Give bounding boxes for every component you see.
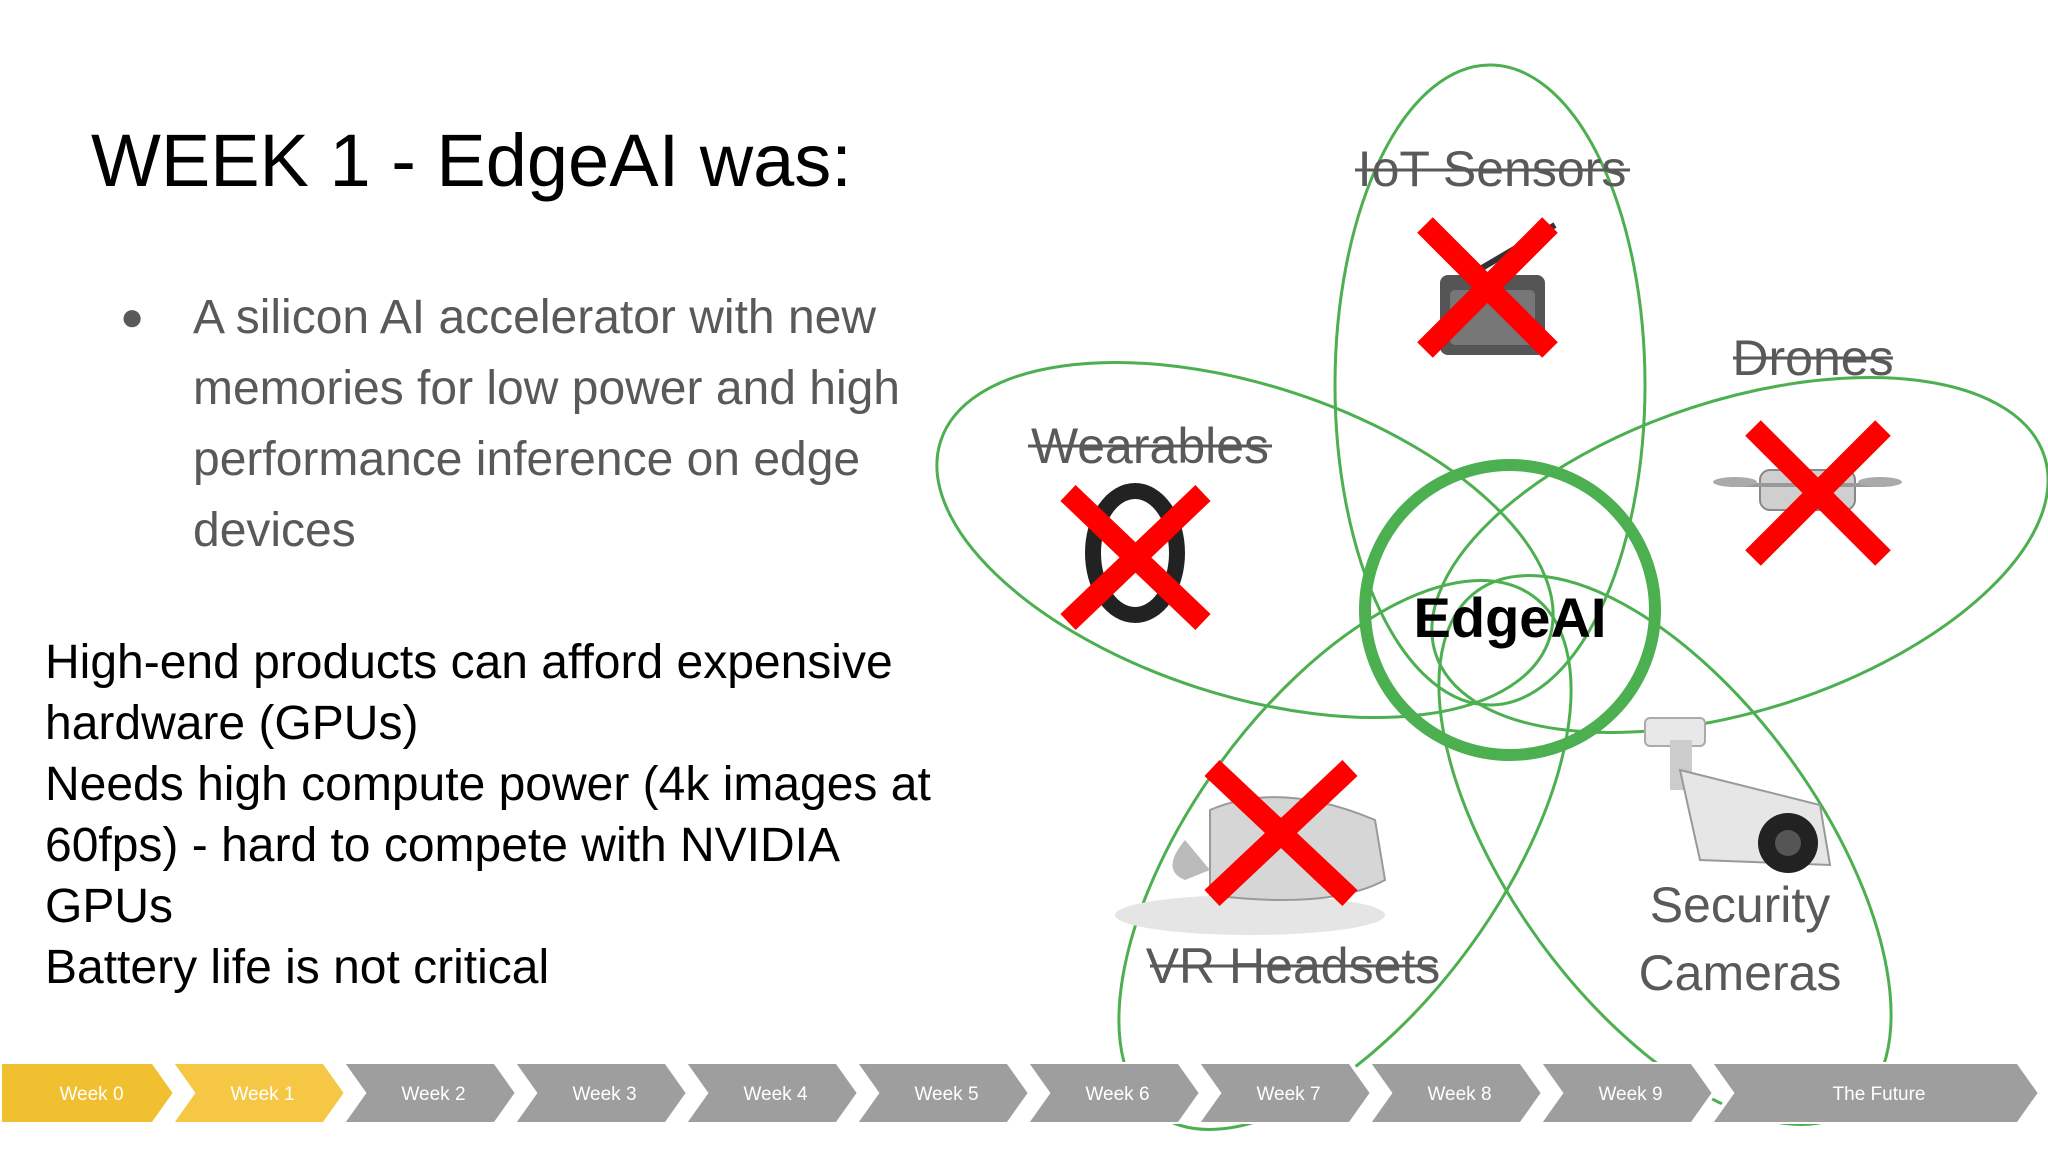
cross-icon [1060, 485, 1211, 630]
security-label-line1: Security [1650, 877, 1831, 933]
cross-icon [1745, 420, 1891, 566]
notes-line: hardware (GPUs) [45, 697, 419, 750]
center-label: EdgeAI [1414, 586, 1607, 649]
timeline-chevron[interactable] [1194, 1062, 1375, 1124]
timeline-chevron[interactable] [1536, 1062, 1717, 1124]
slide-title: WEEK 1 - EdgeAI was: [91, 119, 852, 202]
timeline-chevron[interactable] [1023, 1062, 1204, 1124]
wearable-icon [1085, 483, 1185, 623]
timeline-label: Week 6 [1085, 1084, 1149, 1105]
cross-icon [1204, 759, 1358, 907]
security-label-line2: Cameras [1639, 945, 1842, 1001]
timeline-label: Week 3 [572, 1084, 636, 1105]
timeline-label: Week 2 [401, 1084, 465, 1105]
timeline-chevron[interactable] [339, 1062, 520, 1124]
timeline-chevron[interactable] [1365, 1062, 1546, 1124]
timeline-label: Week 5 [914, 1084, 978, 1105]
timeline-chevron[interactable] [852, 1062, 1033, 1124]
timeline-label: Week 9 [1598, 1084, 1662, 1105]
security-camera-icon [1644, 717, 1832, 873]
timeline-chevron[interactable] [510, 1062, 691, 1124]
timeline-chevron[interactable] [681, 1062, 862, 1124]
timeline-label: Week 4 [743, 1084, 808, 1105]
notes-line: Battery life is not critical [45, 941, 550, 994]
week-timeline: Week 0 Week 1 Week 2 Week 3 Week 4 Week 5 Week… [0, 1062, 2043, 1124]
notes-block: High-end products can afford expensive h… [45, 632, 1035, 998]
notes-line: High-end products can afford expensive [45, 636, 893, 689]
timeline-label: The Future [1833, 1084, 1926, 1105]
timeline-chevron[interactable] [168, 1062, 349, 1124]
cross-icon [1417, 217, 1558, 358]
timeline-label: Week 7 [1256, 1084, 1320, 1105]
timeline-chevron[interactable] [0, 1062, 178, 1124]
bullet-dot-icon: ● [120, 295, 145, 339]
notes-line: GPUs [45, 880, 174, 933]
notes-line: 60fps) - hard to compete with NVIDIA [45, 819, 840, 872]
center-ring [1359, 459, 1661, 761]
timeline-label: Week 0 [59, 1084, 123, 1105]
timeline-label: Week 1 [230, 1084, 294, 1105]
notes-line: Needs high compute power (4k images at [45, 758, 931, 811]
petal-wearables [935, 360, 1555, 720]
petal-drones [1430, 375, 2048, 735]
timeline-label: Week 8 [1427, 1084, 1491, 1105]
bullet-text: A silicon AI accelerator with new memori… [193, 291, 900, 557]
vr-headset-icon [1115, 796, 1387, 935]
petal-iot [1333, 63, 1647, 707]
timeline-chevron[interactable] [1707, 1062, 2043, 1124]
